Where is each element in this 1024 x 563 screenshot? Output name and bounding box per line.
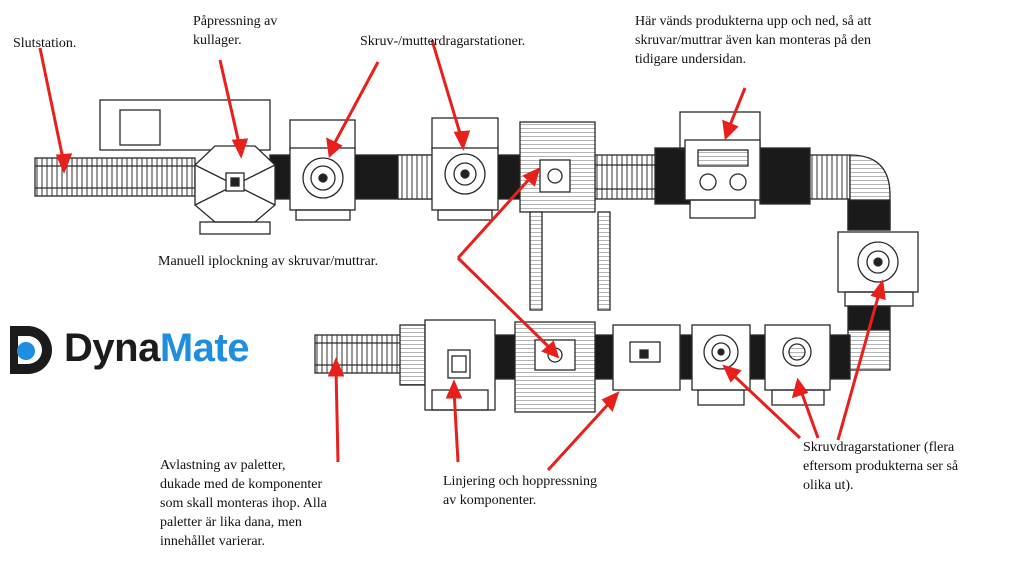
station-screw-2 bbox=[431, 117, 499, 221]
arrow-vands bbox=[726, 87, 747, 131]
station-press bbox=[612, 324, 681, 391]
logo-wordmark: DynaMate bbox=[64, 326, 249, 371]
label-vands: Här vänds produkterna upp och ned, så at… bbox=[635, 14, 872, 67]
arrow-avlastning bbox=[334, 367, 340, 463]
label-skruv-mutter: Skruv-/mutterdragarstationer. bbox=[360, 34, 526, 49]
arrow-skruvdragar-3 bbox=[836, 289, 882, 441]
label-linjering: Linjering och hoppressning av komponente… bbox=[443, 474, 597, 508]
station-screw-lower-1 bbox=[691, 324, 751, 406]
arrow-papressning bbox=[218, 59, 242, 149]
arrow-manuell-down bbox=[456, 256, 554, 352]
arrow-slutstation bbox=[38, 47, 66, 165]
station-flip bbox=[679, 111, 761, 219]
arrow-skruv-2 bbox=[430, 39, 464, 141]
dynamate-logo: DynaMate bbox=[4, 320, 304, 380]
station-unload bbox=[424, 319, 496, 411]
arrow-manuell-up bbox=[456, 174, 534, 260]
dynamate-logo-mark-icon bbox=[10, 326, 52, 374]
arrow-skruv-1 bbox=[330, 61, 380, 149]
station-alignment bbox=[514, 321, 596, 413]
logo-text-mate: Mate bbox=[159, 326, 250, 370]
label-skruvdragar: Skruvdragarstationer (flera eftersom pro… bbox=[803, 440, 959, 493]
logo-text-dyna: Dyna bbox=[64, 326, 160, 370]
arrow-avlastning-2 bbox=[452, 389, 460, 463]
station-corner bbox=[837, 231, 919, 371]
label-manuell: Manuell iplockning av skruvar/muttrar. bbox=[158, 254, 379, 269]
arrow-skruvdragar-2 bbox=[798, 387, 820, 439]
label-avlastning: Avlastning av paletter, dukade med de ko… bbox=[160, 458, 327, 549]
station-bearing-press bbox=[99, 99, 276, 235]
arrow-linjering bbox=[546, 398, 614, 472]
label-slutstation: Slutstation. bbox=[13, 36, 77, 51]
callout-arrows bbox=[38, 39, 886, 472]
arrow-skruvdragar-1 bbox=[728, 370, 802, 440]
station-screw-1 bbox=[289, 119, 356, 221]
station-manual-pick-upper bbox=[519, 121, 611, 311]
label-papressning: Påpressning av kullager. bbox=[193, 14, 278, 48]
